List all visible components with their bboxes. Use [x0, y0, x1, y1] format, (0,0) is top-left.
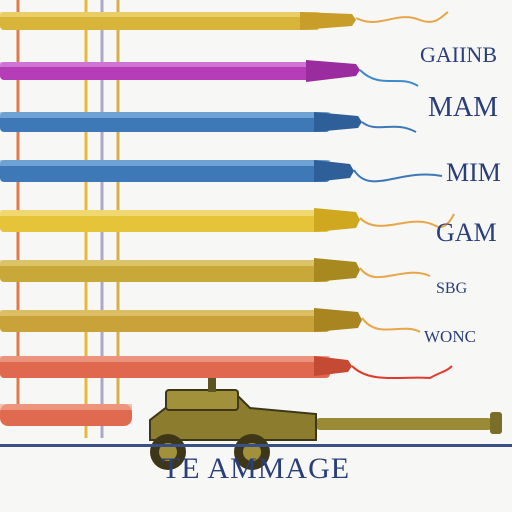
barrel-7 [0, 308, 421, 333]
barrel-6 [0, 258, 431, 282]
barrel-2 [0, 60, 419, 87]
footer-title: TE AMMAGE [161, 452, 351, 485]
footer-rule [0, 444, 512, 447]
tank-cannon [149, 378, 502, 470]
barrel-4 [0, 160, 443, 183]
label-5: SBG [436, 280, 468, 297]
label-2: MAM [428, 92, 499, 123]
label-4: GAM [436, 218, 497, 247]
label-1: GAIINB [420, 42, 497, 67]
barrel-1 [0, 11, 449, 30]
barrel-8 [0, 356, 453, 380]
label-6: WONC [424, 327, 476, 346]
barrel-5 [0, 208, 455, 232]
barrel-3 [0, 112, 417, 133]
label-3: MIM [446, 158, 501, 187]
barrel-9 [0, 404, 132, 426]
